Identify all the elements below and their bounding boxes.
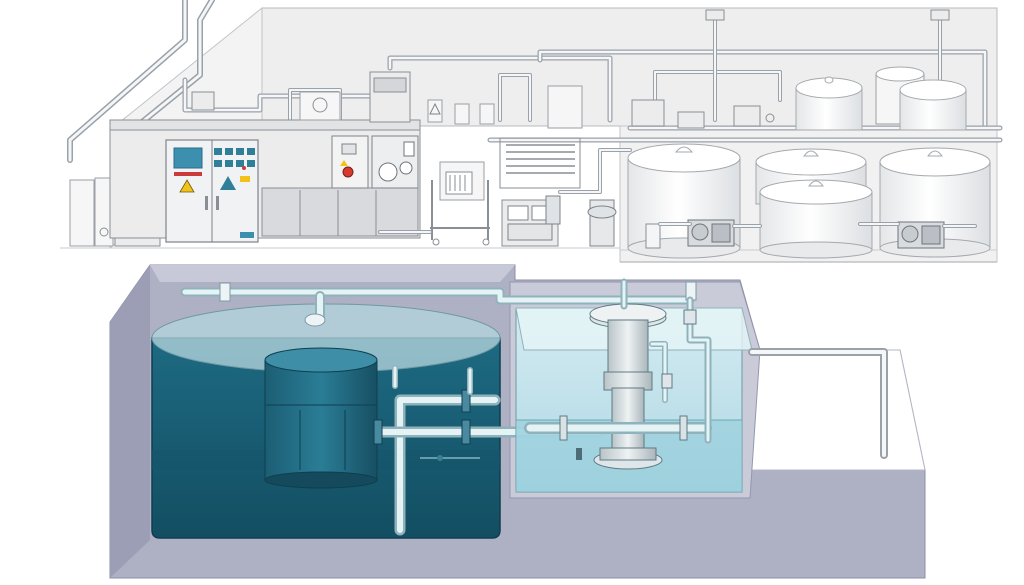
wall-signs xyxy=(427,99,495,125)
outlet-pipe xyxy=(748,348,888,459)
secondary-control-panel xyxy=(331,135,419,189)
filter-cart xyxy=(378,161,490,246)
primary-settling-basin xyxy=(151,303,501,539)
valve-icon xyxy=(576,309,697,460)
storage-tanks xyxy=(627,66,991,259)
gauge-icon xyxy=(378,162,398,182)
pump-icon xyxy=(658,219,977,249)
dosing-station xyxy=(499,85,775,247)
ceiling-sensors xyxy=(705,9,950,21)
warning-triangle-icon xyxy=(179,179,195,193)
main-processing-unit xyxy=(109,71,421,239)
control-panel-icon xyxy=(165,139,259,243)
emergency-stop-icon xyxy=(342,166,354,178)
